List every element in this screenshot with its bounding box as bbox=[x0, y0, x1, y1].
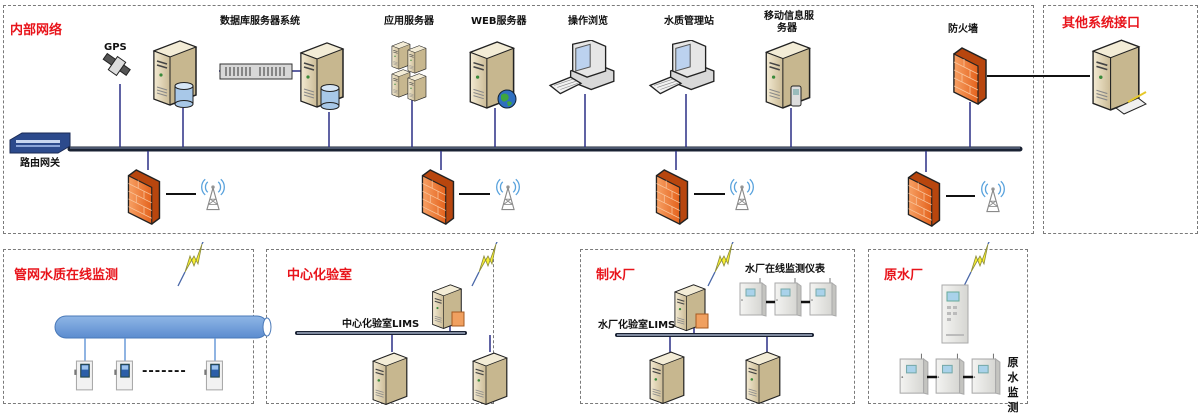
plant-instrument-cabinet-icon bbox=[809, 278, 837, 317]
app-server-icon bbox=[391, 41, 427, 102]
firewall-icon bbox=[127, 169, 161, 225]
zone-raw-water bbox=[868, 249, 1028, 404]
label-mobile-server-1: 移动信息服 bbox=[764, 11, 814, 22]
firewall-icon bbox=[421, 169, 455, 225]
pipe-analyzer-ellipsis: ------- bbox=[142, 364, 187, 379]
gps-satellite-icon bbox=[102, 52, 131, 77]
label-operation: 操作浏览 bbox=[568, 16, 608, 27]
wq-station-pc-icon bbox=[649, 40, 715, 95]
wireless-signal-icon bbox=[177, 242, 206, 287]
raw-monitor-cabinet-icon bbox=[935, 353, 965, 395]
wireless-tower-icon bbox=[201, 178, 225, 211]
zone-external-interface bbox=[1043, 5, 1198, 234]
water-analyzer-icon bbox=[73, 360, 94, 391]
wireless-tower-icon bbox=[981, 180, 1005, 213]
label-lab-lims: 中心化验室LIMS bbox=[342, 319, 420, 330]
lab-client-server-icon bbox=[372, 352, 408, 405]
wireless-signal-icon bbox=[707, 242, 736, 287]
wireless-tower-icon bbox=[730, 178, 754, 211]
bus-links bbox=[119, 70, 971, 172]
plant-instrument-cabinet-icon bbox=[774, 278, 802, 317]
label-app-server: 应用服务器 bbox=[384, 16, 434, 27]
label-db-system: 数据库服务器系统 bbox=[220, 16, 300, 27]
raw-monitor-cabinet-icon bbox=[971, 353, 1001, 395]
zone-title-lab: 中心化验室 bbox=[287, 268, 353, 283]
plant-interface-icon bbox=[695, 313, 709, 329]
water-pipe-icon bbox=[54, 315, 272, 339]
label-wq-station: 水质管理站 bbox=[664, 16, 714, 27]
router-gateway-icon bbox=[9, 132, 71, 154]
db-cylinder-1-icon bbox=[174, 82, 194, 108]
main-firewall-icon bbox=[953, 47, 987, 105]
mobile-phone-icon bbox=[790, 85, 802, 107]
label-mobile-server-2: 务器 bbox=[777, 23, 797, 34]
raw-water-control-cabinet-icon bbox=[941, 284, 969, 344]
plant-client-server-icon bbox=[649, 351, 685, 405]
wireless-tower-icon bbox=[496, 178, 520, 211]
zone-title-pipe: 管网水质在线监测 bbox=[14, 268, 119, 283]
storage-array-icon bbox=[219, 63, 293, 80]
zone-water-plant bbox=[580, 249, 855, 404]
water-analyzer-icon bbox=[113, 360, 134, 391]
water-analyzer-icon bbox=[203, 360, 224, 391]
label-web-server: WEB服务器 bbox=[471, 16, 527, 27]
wireless-signal-icon bbox=[471, 242, 500, 287]
globe-icon bbox=[497, 89, 517, 109]
modem-icon bbox=[1115, 91, 1147, 115]
zone-title-plant: 制水厂 bbox=[596, 268, 636, 283]
label-router: 路由网关 bbox=[20, 158, 60, 169]
zone-internal-network bbox=[3, 5, 1034, 234]
mobile-server-icon bbox=[765, 41, 811, 109]
label-plant-instruments: 水厂在线监测仪表 bbox=[745, 264, 825, 275]
plant-instrument-cabinet-icon bbox=[739, 278, 767, 317]
label-raw-water-monitoring: 原 水 监 测 bbox=[1007, 356, 1019, 414]
plant-client-server-icon bbox=[745, 351, 781, 405]
zone-title-raw: 原水厂 bbox=[884, 268, 924, 283]
raw-monitor-cabinet-icon bbox=[899, 353, 929, 395]
firewall-icon bbox=[907, 171, 941, 227]
label-plant-lims: 水厂化验室LIMS bbox=[598, 320, 676, 331]
operation-pc-icon bbox=[549, 40, 615, 95]
zone-title-external: 其他系统接口 bbox=[1062, 16, 1141, 31]
label-firewall: 防火墙 bbox=[948, 24, 978, 35]
wireless-signal-icon bbox=[963, 242, 992, 287]
db-cylinder-2-icon bbox=[320, 84, 340, 110]
label-gps: GPS bbox=[104, 42, 127, 53]
lab-client-server-icon bbox=[472, 352, 508, 405]
lab-interface-icon bbox=[451, 311, 465, 327]
zone-title-internal: 内部网络 bbox=[10, 23, 63, 38]
firewall-icon bbox=[655, 169, 689, 225]
